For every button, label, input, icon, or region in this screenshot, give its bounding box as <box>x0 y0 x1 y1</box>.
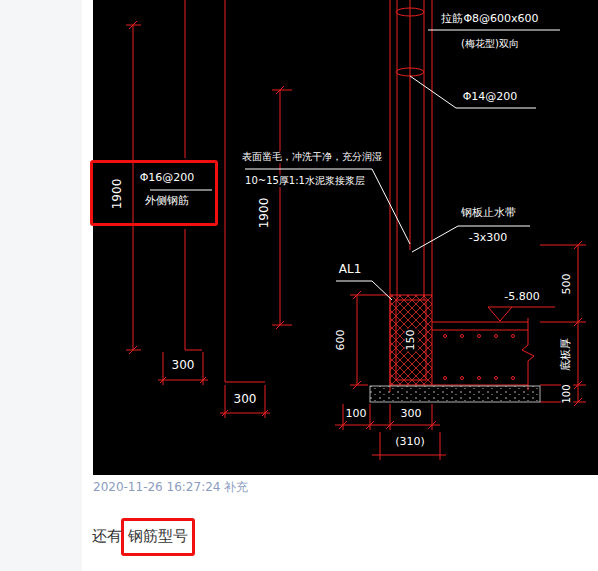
drawing-label: 500 <box>561 273 574 296</box>
leader-lines <box>150 30 560 300</box>
drawing-label: -3x300 <box>468 232 508 245</box>
drawing-label: 底板厚 <box>560 337 573 372</box>
cad-background <box>93 0 598 475</box>
drawing-label: 150 <box>405 329 418 352</box>
drawing-label: 拉筋Φ8@600x600 <box>440 13 539 26</box>
drawing-label: 600 <box>335 329 348 352</box>
highlight-text: 1900 <box>111 178 125 211</box>
comment-text: 还有 <box>92 528 122 545</box>
drawing-label: 1900 <box>258 197 272 230</box>
drawing-label: (梅花型)双向 <box>460 38 520 50</box>
drawing-label: AL1 <box>338 263 363 277</box>
drawing-label: -5.800 <box>503 291 540 304</box>
comment-text: 2020-11-26 16:27:24 补充 <box>93 481 248 495</box>
drawing-label: (310) <box>394 436 426 449</box>
drawing-label: 钢板止水带 <box>460 207 517 220</box>
page-margin <box>0 0 82 571</box>
cushion-layer <box>370 386 540 402</box>
highlight-text: Φ16@200 <box>139 172 196 185</box>
red-lines <box>126 0 586 460</box>
highlight-box: 钢筋型号 <box>121 518 195 556</box>
highlight-text: 钢筋型号 <box>128 528 188 545</box>
slab-rebar <box>444 335 515 380</box>
drawing-label: Φ14@200 <box>462 91 519 104</box>
drawing-label: 10~15厚1:1水泥浆接浆层 <box>244 175 366 187</box>
drawing-label: 100 <box>345 408 368 421</box>
drawing-label: 表面凿毛，冲洗干净，充分润湿 <box>241 151 383 163</box>
drawing-label: 300 <box>400 408 423 421</box>
highlight-box: 1900 Φ16@200 外侧钢筋 <box>90 160 218 226</box>
drawing-label: 100 <box>561 383 573 404</box>
drawing-label: 300 <box>233 393 258 407</box>
drawing-label: 300 <box>171 359 196 373</box>
highlight-text: 外侧钢筋 <box>144 195 190 208</box>
